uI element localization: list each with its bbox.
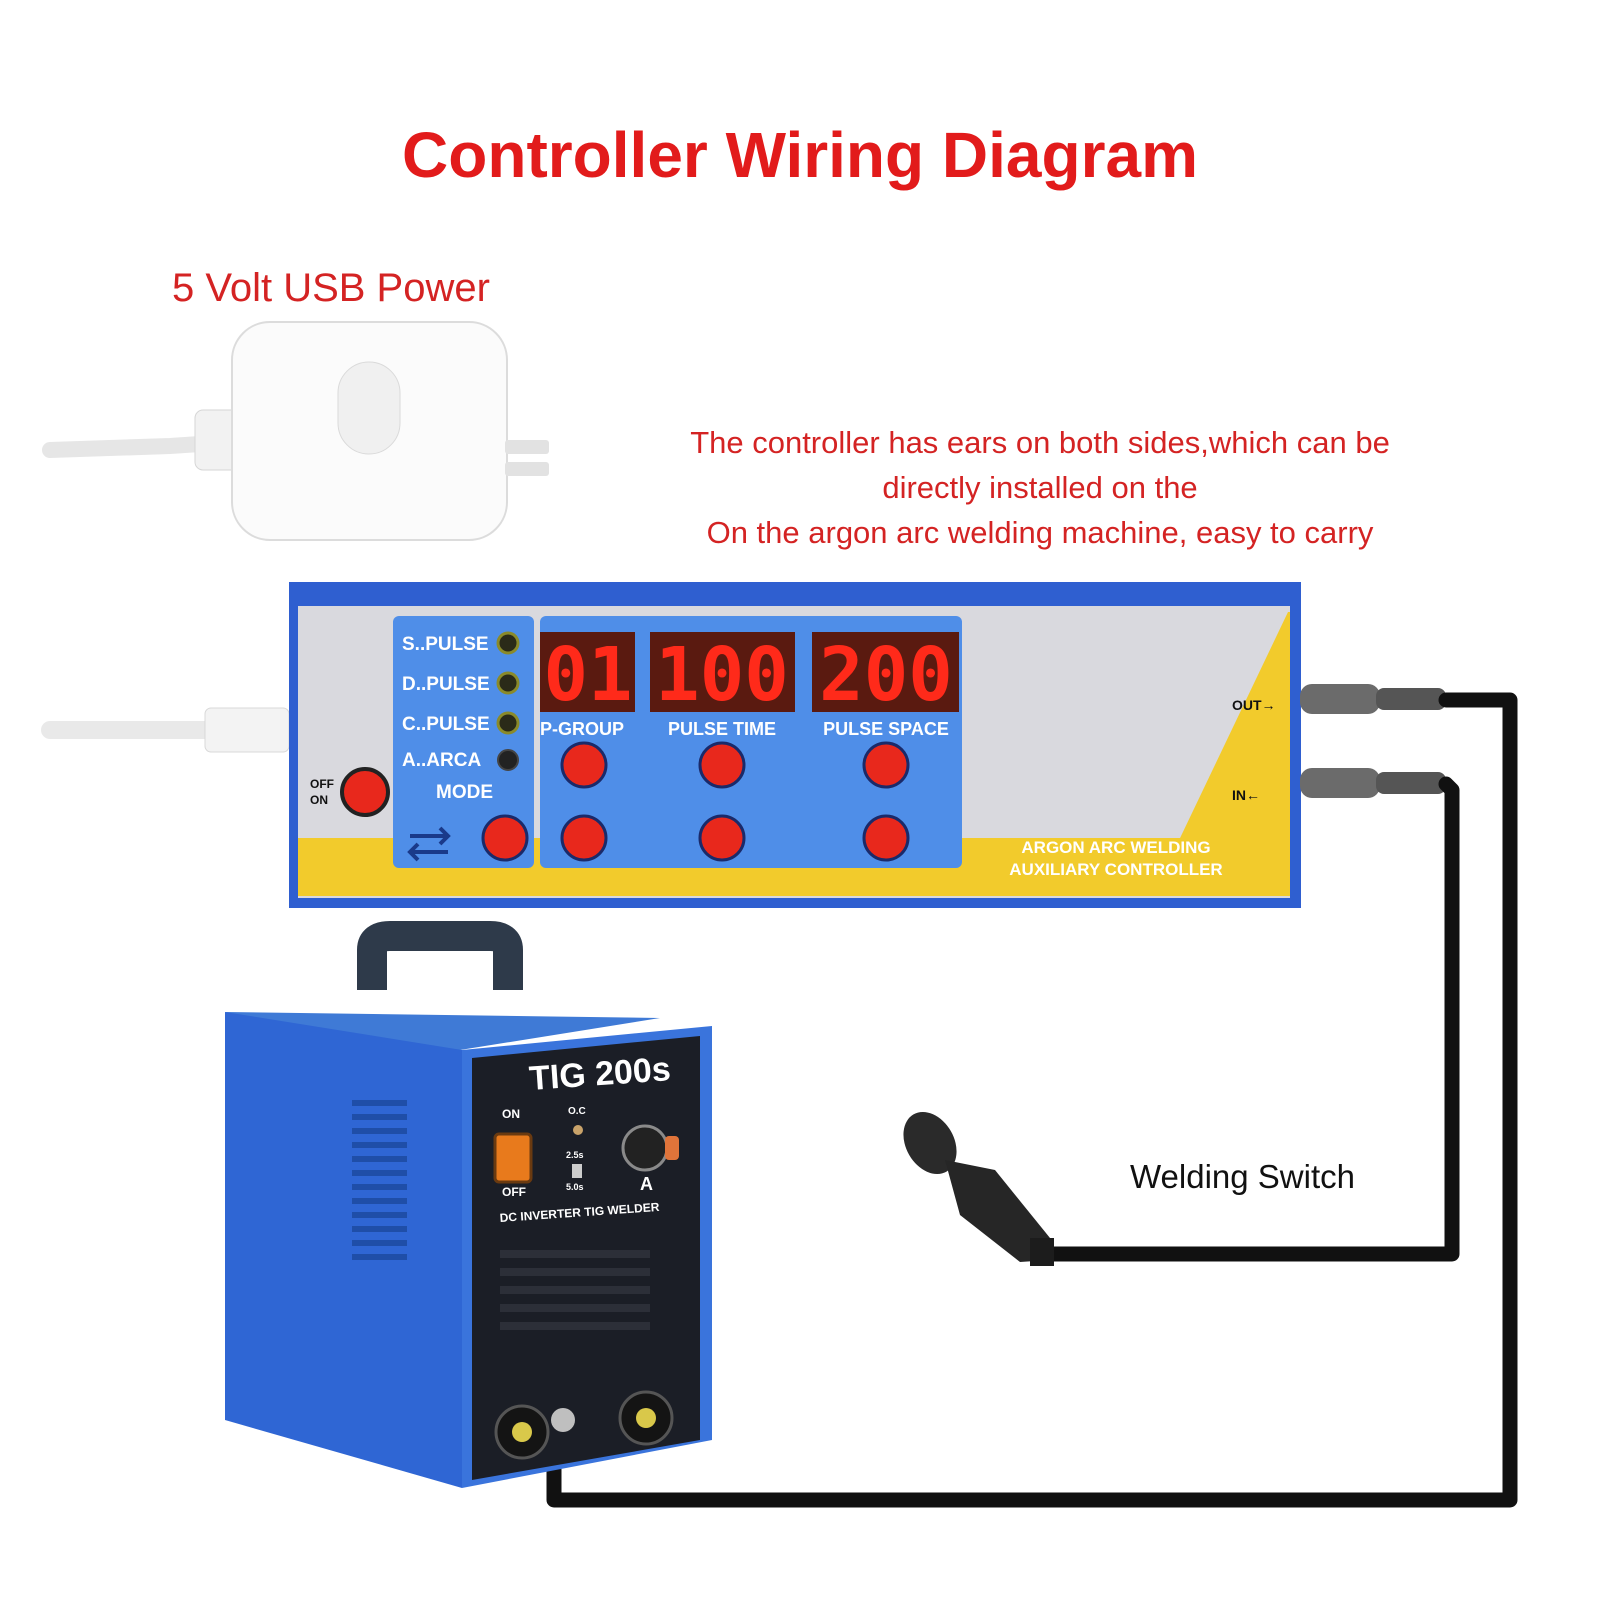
mode-label-d-pulse: D..PULSE bbox=[402, 674, 490, 695]
usb-cable-top bbox=[42, 436, 208, 458]
label-pulse-space: PULSE SPACE bbox=[823, 719, 949, 739]
welder-torch-socket-core bbox=[512, 1422, 532, 1442]
welder-power-switch[interactable] bbox=[493, 1132, 533, 1184]
power-button[interactable] bbox=[340, 767, 390, 817]
note-line-3: On the argon arc welding machine, easy t… bbox=[706, 515, 1374, 550]
welder-oc-label: O.C bbox=[568, 1106, 586, 1117]
welder-amp-knob[interactable] bbox=[621, 1124, 669, 1172]
brand-line-1: ARGON ARC WELDING bbox=[1021, 838, 1210, 857]
display-pulse-space bbox=[812, 632, 959, 712]
power-on-label: ON bbox=[310, 793, 328, 807]
note-line-1: The controller has ears on both sides,wh… bbox=[690, 425, 1390, 460]
mode-label-c-pulse: C..PULSE bbox=[402, 714, 490, 735]
brand-line-2: AUXILIARY CONTROLLER bbox=[1009, 860, 1222, 879]
tig-welder: TIG 200s DC INVERTER TIG WELDER ON OFF O… bbox=[225, 921, 712, 1488]
cable-in-to-switch bbox=[1038, 776, 1460, 1262]
welder-oc-led bbox=[573, 1125, 583, 1135]
adapter-port bbox=[337, 361, 401, 455]
welding-switch-label: Welding Switch bbox=[1130, 1158, 1355, 1195]
mode-label-a-arca: A..ARCA bbox=[402, 750, 481, 771]
welder-ground-socket-core bbox=[636, 1408, 656, 1428]
adapter-prong-1 bbox=[505, 440, 549, 454]
display-pulse-time-value: 100 bbox=[655, 632, 789, 718]
p-group-down-button[interactable] bbox=[560, 814, 608, 862]
welder-side bbox=[225, 1012, 462, 1488]
pulse-time-up-button[interactable] bbox=[698, 741, 746, 789]
display-p-group-value: 01 bbox=[543, 632, 632, 718]
welder-time-2: 5.0s bbox=[566, 1182, 584, 1192]
cycle-icon bbox=[407, 826, 451, 862]
welder-time-1: 2.5s bbox=[566, 1150, 584, 1160]
label-p-group: P-GROUP bbox=[540, 719, 624, 739]
usb-adapter bbox=[42, 321, 549, 541]
welder-off-label: OFF bbox=[502, 1185, 526, 1199]
usb-connector bbox=[204, 707, 290, 753]
port-out-label: OUT→ bbox=[1232, 697, 1276, 713]
mode-label: MODE bbox=[436, 782, 493, 803]
led-c-pulse bbox=[496, 711, 520, 735]
display-pulse-space-value: 200 bbox=[819, 632, 953, 718]
led-s-pulse bbox=[496, 631, 520, 655]
pulse-space-down-button[interactable] bbox=[862, 814, 910, 862]
led-d-pulse bbox=[496, 671, 520, 695]
controller-yellow-wedge bbox=[1160, 612, 1290, 896]
page-title: Controller Wiring Diagram bbox=[402, 119, 1198, 191]
welder-amp-label: A bbox=[640, 1174, 653, 1194]
adapter-prong-2 bbox=[505, 462, 549, 476]
mode-button[interactable] bbox=[481, 814, 529, 862]
controller-box: S..PULSE D..PULSE C..PULSE A..ARCA MODE … bbox=[289, 582, 1301, 908]
led-a-arca bbox=[497, 749, 519, 771]
pulse-space-up-button[interactable] bbox=[862, 741, 910, 789]
label-pulse-time: PULSE TIME bbox=[668, 719, 776, 739]
welder-handle bbox=[357, 921, 523, 990]
welder-grille bbox=[500, 1250, 650, 1330]
install-note: The controller has ears on both sides,wh… bbox=[600, 420, 1480, 555]
usb-power-label: 5 Volt USB Power bbox=[172, 266, 490, 310]
pulse-time-down-button[interactable] bbox=[698, 814, 746, 862]
port-in-label: IN← bbox=[1232, 787, 1260, 803]
power-off-label: OFF bbox=[310, 777, 334, 791]
mode-label-s-pulse: S..PULSE bbox=[402, 634, 489, 655]
welder-on-label: ON bbox=[502, 1107, 520, 1121]
welder-time-toggle[interactable] bbox=[572, 1164, 582, 1178]
welder-vent bbox=[352, 1100, 407, 1260]
note-line-2: directly installed on the bbox=[882, 470, 1198, 505]
cable-out-to-welder bbox=[546, 692, 1518, 1508]
p-group-up-button[interactable] bbox=[560, 741, 608, 789]
welder-control-socket bbox=[551, 1408, 575, 1432]
welder-knob-pointer bbox=[665, 1136, 679, 1160]
out-cable-plug bbox=[1300, 684, 1446, 714]
welding-switch bbox=[903, 1112, 1054, 1266]
in-cable-plug bbox=[1300, 768, 1446, 798]
display-p-group bbox=[540, 632, 635, 712]
display-pulse-time bbox=[650, 632, 795, 712]
